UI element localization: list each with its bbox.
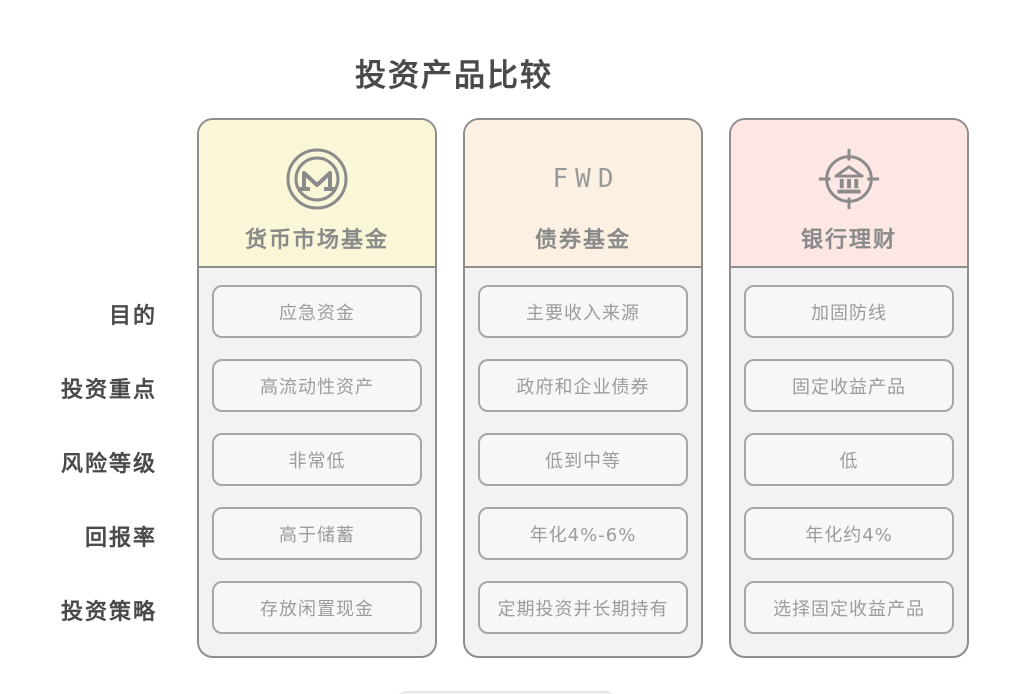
row-label-column: 目的 投资重点 风险等级 回报率 投资策略 xyxy=(30,287,157,657)
column-body-bond-fund: 主要收入来源 政府和企业债券 低到中等 年化4%-6% 定期投资并长期持有 xyxy=(465,268,701,634)
cell-bank-purpose: 加固防线 xyxy=(744,285,954,338)
page-title: 投资产品比较 xyxy=(355,58,553,94)
cell-bank-strategy: 选择固定收益产品 xyxy=(744,581,954,634)
bank-target-icon xyxy=(816,146,882,212)
column-money-market-fund: 货币市场基金 应急资金 高流动性资产 非常低 高于储蓄 存放闲置现金 xyxy=(197,118,437,658)
cell-bond-purpose: 主要收入来源 xyxy=(478,285,688,338)
cell-money-market-focus: 高流动性资产 xyxy=(212,359,422,412)
column-title-bond-fund: 债券基金 xyxy=(534,228,631,253)
column-bank-wealth: 银行理财 加固防线 固定收益产品 低 年化约4% 选择固定收益产品 xyxy=(729,118,969,658)
column-title-bank-wealth: 银行理财 xyxy=(800,228,897,253)
cell-bank-risk: 低 xyxy=(744,433,954,486)
cell-bank-focus: 固定收益产品 xyxy=(744,359,954,412)
cell-bond-return: 年化4%-6% xyxy=(478,507,688,560)
fwd-logo: FWD xyxy=(546,146,621,212)
cell-bond-risk: 低到中等 xyxy=(478,433,688,486)
row-label-return-rate: 回报率 xyxy=(84,525,157,551)
column-body-money-market-fund: 应急资金 高流动性资产 非常低 高于储蓄 存放闲置现金 xyxy=(199,268,435,634)
money-market-coin-icon xyxy=(285,146,349,212)
cell-money-market-strategy: 存放闲置现金 xyxy=(212,581,422,634)
column-header-money-market-fund: 货币市场基金 xyxy=(199,120,435,268)
cell-bond-focus: 政府和企业债券 xyxy=(478,359,688,412)
column-header-bond-fund: FWD 债券基金 xyxy=(465,120,701,268)
row-label-risk-level: 风险等级 xyxy=(60,451,157,477)
column-header-bank-wealth: 银行理财 xyxy=(731,120,967,268)
column-title-money-market-fund: 货币市场基金 xyxy=(244,228,389,253)
row-label-investment-focus: 投资重点 xyxy=(60,377,157,403)
column-bond-fund: FWD 债券基金 主要收入来源 政府和企业债券 低到中等 年化4%-6% 定期投… xyxy=(463,118,703,658)
cell-bank-return: 年化约4% xyxy=(744,507,954,560)
cell-money-market-risk: 非常低 xyxy=(212,433,422,486)
column-body-bank-wealth: 加固防线 固定收益产品 低 年化约4% 选择固定收益产品 xyxy=(731,268,967,634)
fwd-logo-text: FWD xyxy=(552,164,621,194)
row-label-strategy: 投资策略 xyxy=(60,599,157,625)
cell-money-market-purpose: 应急资金 xyxy=(212,285,422,338)
cell-bond-strategy: 定期投资并长期持有 xyxy=(478,581,688,634)
row-label-purpose: 目的 xyxy=(108,303,157,329)
cell-money-market-return: 高于储蓄 xyxy=(212,507,422,560)
